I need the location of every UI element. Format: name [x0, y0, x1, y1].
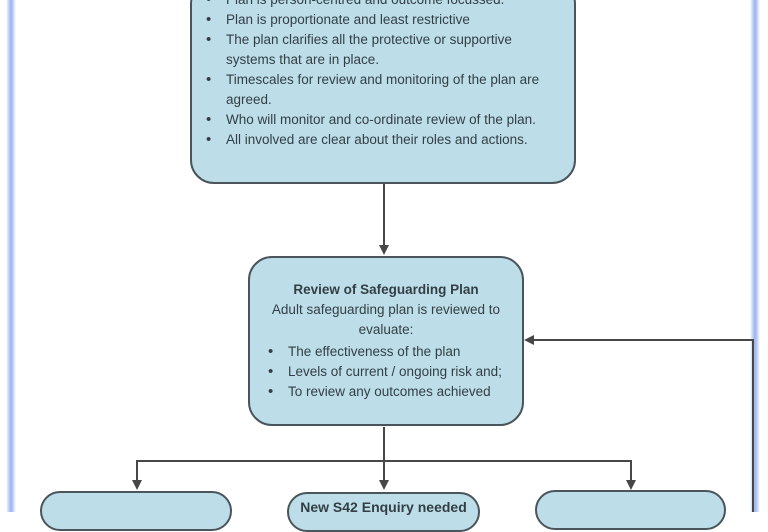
arrowhead-down-into-right-outcome [626, 480, 636, 490]
branch-left-drop [136, 460, 138, 481]
review-box: Review of Safeguarding Plan Adult safegu… [248, 256, 524, 426]
frame-border-right [750, 0, 760, 512]
plan-criteria-item: Who will monitor and co-ordinate review … [192, 110, 564, 130]
plan-criteria-item: All involved are clear about their roles… [192, 130, 564, 150]
frame-border-left [6, 0, 16, 512]
feedback-connector-horizontal [534, 339, 754, 341]
outcome-box-new-s42-enquiry: New S42 Enquiry needed [287, 492, 480, 532]
review-bullet-item: The effectiveness of the plan [260, 342, 512, 362]
arrowhead-down-into-middle-outcome [379, 480, 389, 490]
connector-review-to-branch [383, 427, 385, 481]
arrowhead-left-into-review [524, 335, 534, 345]
arrowhead-down-into-review [379, 245, 389, 255]
review-box-intro: Adult safeguarding plan is reviewed to e… [271, 302, 501, 337]
plan-criteria-item: Timescales for review and monitoring of … [192, 70, 564, 110]
plan-criteria-item: Plan is proportionate and least restrict… [192, 10, 564, 30]
plan-criteria-list: Plan is person-centred and outcome focus… [192, 0, 564, 150]
feedback-connector-vertical [752, 339, 754, 512]
review-bullet-item: Levels of current / ongoing risk and; [260, 362, 512, 382]
outcome-box-right [535, 490, 726, 530]
review-bullet-list: The effectiveness of the plan Levels of … [260, 342, 512, 402]
review-bullet-item: To review any outcomes achieved [260, 382, 512, 402]
outcome-box-middle-label: New S42 Enquiry needed [300, 499, 467, 515]
arrowhead-down-into-left-outcome [132, 480, 142, 490]
plan-criteria-box: Plan is person-centred and outcome focus… [190, 0, 576, 184]
safeguarding-flowchart: { "diagram": { "plan_criteria_box": { "b… [0, 0, 768, 512]
connector-top-to-review [383, 184, 385, 246]
branch-right-drop [630, 460, 632, 481]
branch-horizontal-line [136, 460, 632, 462]
plan-criteria-item: Plan is person-centred and outcome focus… [192, 0, 564, 10]
outcome-box-left [40, 491, 232, 531]
plan-criteria-item: The plan clarifies all the protective or… [192, 30, 564, 70]
review-box-title: Review of Safeguarding Plan [293, 282, 479, 297]
